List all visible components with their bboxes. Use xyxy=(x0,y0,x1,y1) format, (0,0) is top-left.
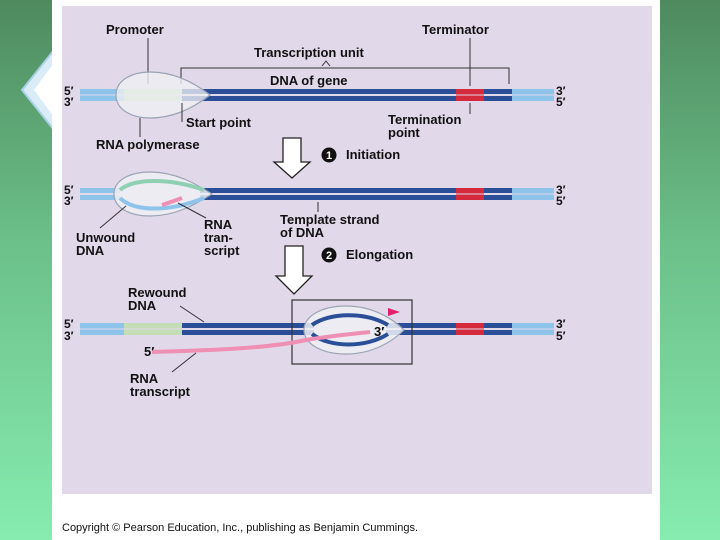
unwound-strand-top xyxy=(118,179,205,192)
rewound-dna-label-2: DNA xyxy=(128,298,157,313)
rewound-dna-label-1: Rewound xyxy=(128,285,187,300)
rna-transcript-short-label-2: tran- xyxy=(204,230,233,245)
rna-transcript-short-label-3: script xyxy=(204,243,240,258)
end-3prime-left: 3′ xyxy=(64,95,74,109)
end-5prime-left: 5′ xyxy=(64,183,74,197)
transcription-unit-bracket xyxy=(180,67,510,84)
step-1-label: Initiation xyxy=(346,147,400,162)
termination-point-label-2: point xyxy=(388,125,420,140)
dna-strand-coding xyxy=(80,89,554,94)
direction-arrow-icon xyxy=(388,308,400,316)
dna-of-gene-label: DNA of gene xyxy=(270,73,348,88)
rna-polymerase-1 xyxy=(115,71,211,119)
end-3prime-left: 3′ xyxy=(64,329,74,343)
rewound-dna-pointer xyxy=(179,305,205,323)
dna-row-3 xyxy=(80,323,554,335)
end-5prime-left: 5′ xyxy=(64,84,74,98)
transcription-unit-label: Transcription unit xyxy=(254,45,364,60)
dna-strand-template xyxy=(80,330,314,335)
end-3prime-right: 3′ xyxy=(556,183,566,197)
end-5prime-left: 5′ xyxy=(64,317,74,331)
end-5prime-right: 5′ xyxy=(556,329,566,343)
unwound-dna-label-2: DNA xyxy=(76,243,105,258)
rna-transcript-label-2: transcript xyxy=(130,384,191,399)
rna-transcript-short xyxy=(161,196,183,207)
end-3prime-right: 3′ xyxy=(556,317,566,331)
rna-transcript-label-1: RNA xyxy=(130,371,159,386)
rna-transcript-short-label-1: RNA xyxy=(204,217,233,232)
rna-3prime-label: 3′ xyxy=(374,324,384,339)
rna-5prime-label: 5′ xyxy=(144,344,154,359)
step-2-label: Elongation xyxy=(346,247,413,262)
step-2-badge xyxy=(321,247,337,263)
end-3prime-right: 3′ xyxy=(556,84,566,98)
dna-flank-left xyxy=(80,188,120,193)
unwound-dna-pointer xyxy=(99,205,127,229)
elongation-zoom-box xyxy=(291,299,413,365)
promoter-label: Promoter xyxy=(106,22,164,37)
rna-transcript-long xyxy=(151,330,371,354)
unwound-strand-top xyxy=(310,313,390,327)
dna-strand-template xyxy=(80,96,554,101)
step-2-down-arrow-icon xyxy=(274,245,314,295)
step-1-badge xyxy=(321,147,337,163)
template-strand-label-1: Template strand xyxy=(280,212,380,227)
termination-point-label-1: Termination xyxy=(388,112,461,127)
start-point-label: Start point xyxy=(186,115,252,130)
unwound-strand-bottom xyxy=(118,196,205,211)
dna-strand-coding xyxy=(80,323,314,328)
dna-flank-left xyxy=(80,195,120,200)
end-3prime-left: 3′ xyxy=(64,194,74,208)
rna-transcript-pointer xyxy=(171,352,197,373)
terminator-label: Terminator xyxy=(422,22,489,37)
template-strand-label-2: of DNA xyxy=(280,225,325,240)
dna-row-2 xyxy=(80,188,554,200)
unwound-dna-label-1: Unwound xyxy=(76,230,135,245)
dna-strand-template xyxy=(200,195,554,200)
dna-strand-coding xyxy=(200,188,554,193)
rna-transcript-short-pointer xyxy=(177,202,207,219)
step-1-down-arrow-icon xyxy=(272,137,312,179)
copyright-notice: Copyright © Pearson Education, Inc., pub… xyxy=(62,522,419,534)
end-5prime-right: 5′ xyxy=(556,95,566,109)
transcription-unit-caret-icon xyxy=(321,60,331,67)
step-1-number: 1 xyxy=(326,150,332,162)
end-5prime-right: 5′ xyxy=(556,194,566,208)
rna-polymerase-label: RNA polymerase xyxy=(96,137,200,152)
step-2-number: 2 xyxy=(326,250,332,262)
